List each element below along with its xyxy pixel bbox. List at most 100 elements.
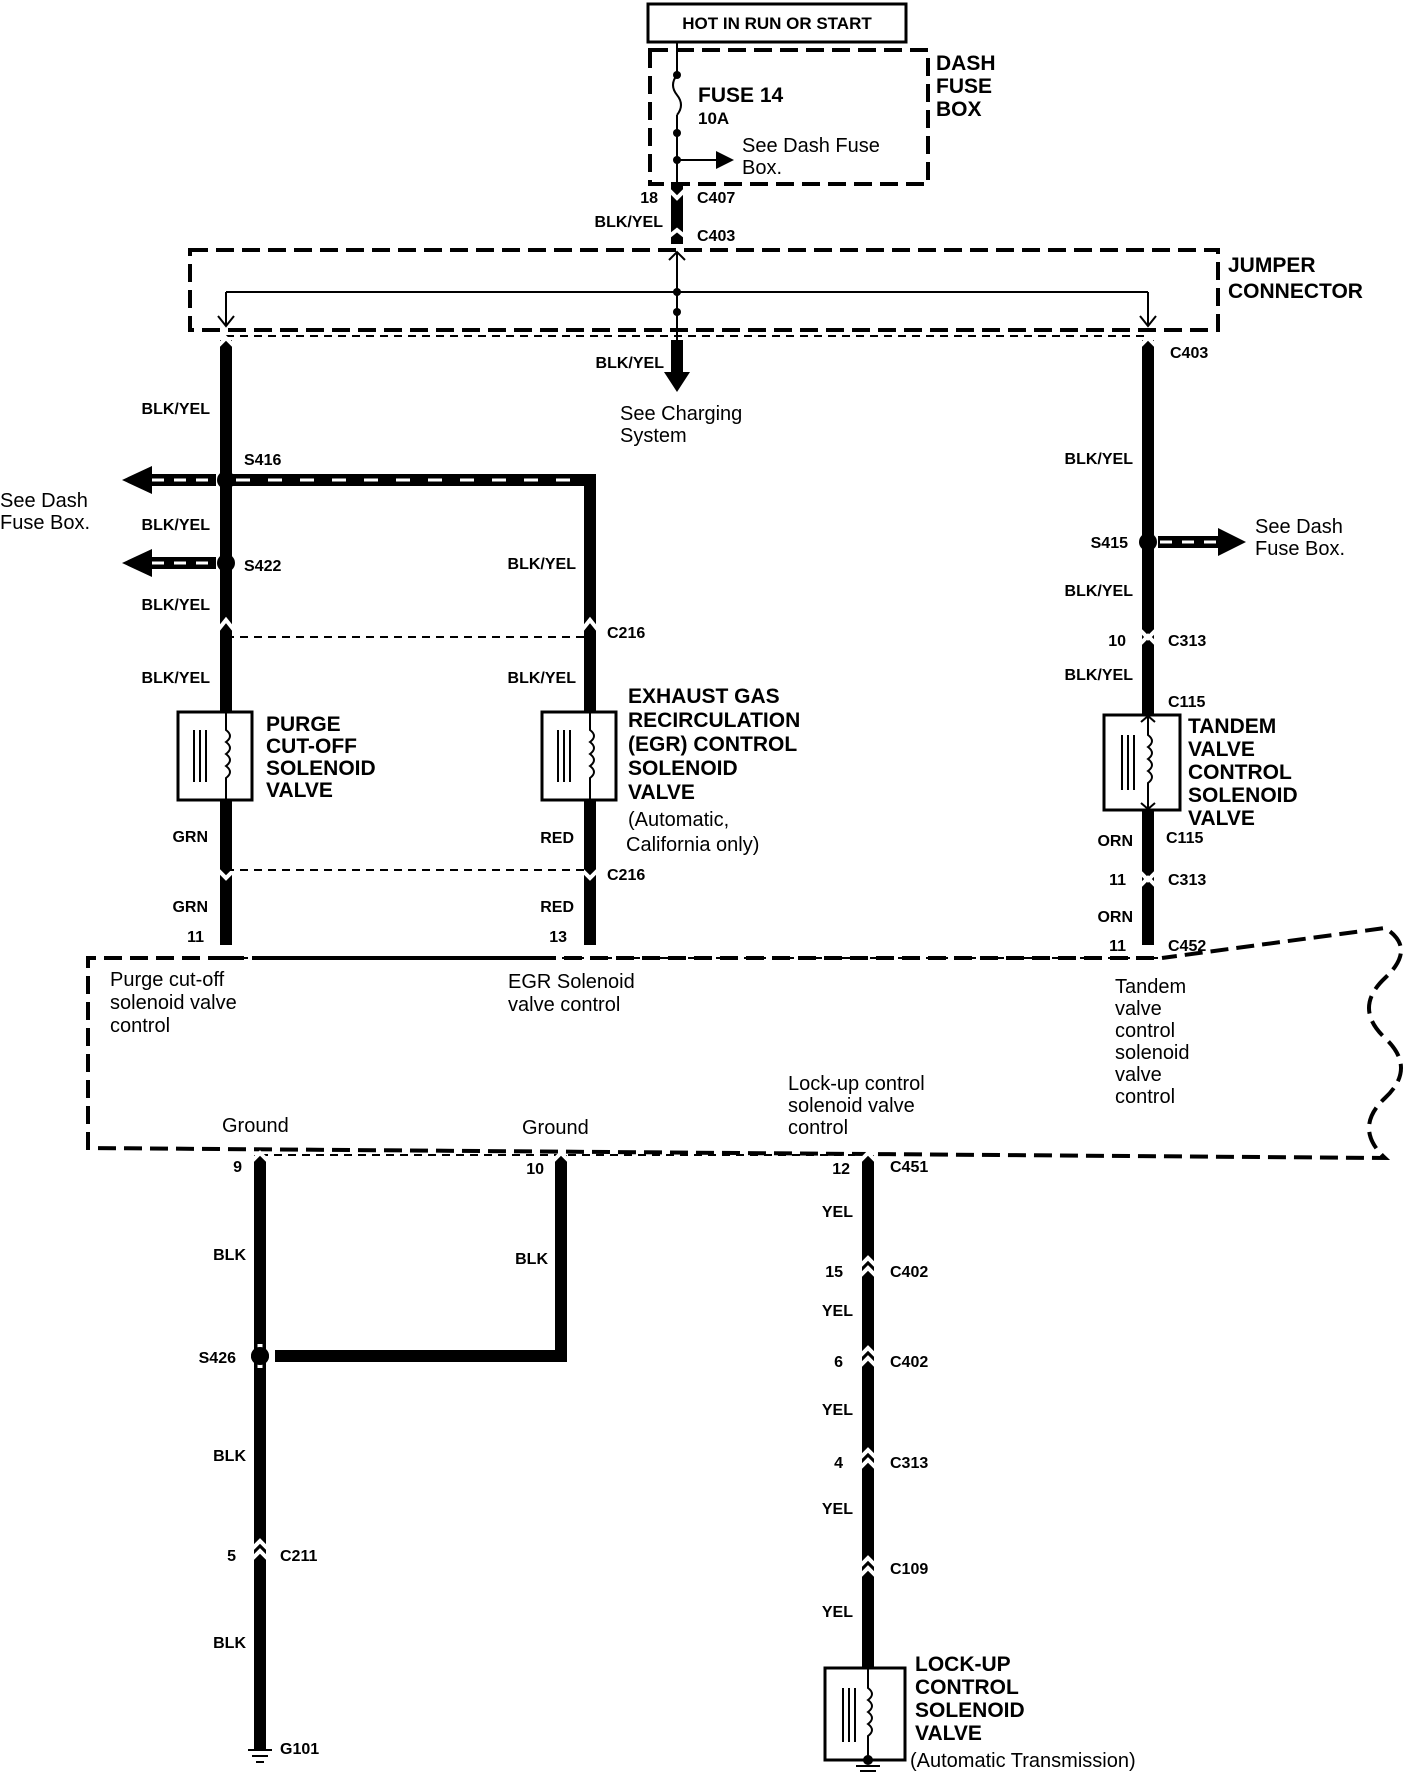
coil-icon xyxy=(588,712,595,800)
egr-label-4: SOLENOID xyxy=(628,757,738,780)
wire-label: BLK/YEL xyxy=(596,355,665,372)
wire-label: BLK/YEL xyxy=(508,670,577,687)
egr-label-5: VALVE xyxy=(628,781,695,804)
arrow-down-icon xyxy=(664,372,690,392)
fuse-box-see-2: Box. xyxy=(742,157,782,179)
fuse-icon xyxy=(672,74,682,116)
egr-note-2: California only) xyxy=(626,834,759,856)
coil-icon xyxy=(224,712,231,800)
wire-label: YEL xyxy=(822,1501,853,1518)
egr-label-2: RECIRCULATION xyxy=(628,709,800,732)
tandem-label-3: CONTROL xyxy=(1188,761,1292,784)
fuse-box-label-3: BOX xyxy=(936,98,982,121)
see-charging-2: System xyxy=(620,425,687,447)
wire-label: ORN xyxy=(1097,909,1133,926)
pcm-purge-3: control xyxy=(110,1015,170,1037)
wire-label: BLK/YEL xyxy=(142,517,211,534)
fuse-rating: 10A xyxy=(698,109,729,128)
c402-b-pin: 6 xyxy=(834,1354,843,1371)
wire-label: BLK/YEL xyxy=(142,597,211,614)
ground-circuit: 9 10 BLK BLK S426 BLK 5 C211 BLK G101 xyxy=(199,1150,571,1763)
dash-fuse-box: DASH FUSE BOX FUSE 14 10A See Dash Fuse … xyxy=(648,42,996,186)
wire-label: GRN xyxy=(172,899,208,916)
splice-s416 xyxy=(217,471,235,489)
c402-a-pin: 15 xyxy=(825,1264,843,1281)
tandem-solenoid xyxy=(1102,713,1182,812)
pcm-purge-1: Purge cut-off xyxy=(110,969,225,991)
c313-low-label: C313 xyxy=(890,1455,928,1472)
c109-label: C109 xyxy=(890,1561,928,1578)
wire-label: YEL xyxy=(822,1604,853,1621)
wire-label: BLK xyxy=(213,1247,246,1264)
wire-label: RED xyxy=(540,899,574,916)
see-dash-left-2: Fuse Box. xyxy=(0,512,90,534)
s416-label: S416 xyxy=(244,452,281,469)
c211-label: C211 xyxy=(280,1548,317,1565)
tandem-label-1: TANDEM xyxy=(1188,715,1276,738)
wire-label: YEL xyxy=(822,1204,853,1221)
arrow-left-icon xyxy=(122,549,152,577)
c403-top-label: C403 xyxy=(697,228,735,245)
splice-s422 xyxy=(217,554,235,572)
see-dash-left-1: See Dash xyxy=(0,490,88,512)
tandem-label-2: VALVE xyxy=(1188,738,1255,761)
pcm-tandem-1: Tandem xyxy=(1115,976,1186,998)
coil-icon xyxy=(866,1668,873,1760)
pcm-pin: 13 xyxy=(549,929,567,946)
lockup-label-2: CONTROL xyxy=(915,1676,1019,1699)
jumper-connector: JUMPER CONNECTOR C403 xyxy=(188,248,1363,362)
fuse-box-see-1: See Dash Fuse xyxy=(742,135,880,157)
purge-label-1: PURGE xyxy=(266,713,341,736)
lockup-label-4: VALVE xyxy=(915,1722,982,1745)
egr-label-1: EXHAUST GAS xyxy=(628,685,780,708)
egr-solenoid xyxy=(540,710,618,802)
pcm-tandem-6: control xyxy=(1115,1086,1175,1108)
c211-pin: 5 xyxy=(227,1548,236,1565)
c451-pin: 12 xyxy=(832,1161,850,1178)
arrow-right-icon xyxy=(1218,528,1246,556)
wire-label: BLK/YEL xyxy=(595,214,664,231)
egr-label-3: (EGR) CONTROL xyxy=(628,733,797,756)
s415-label: S415 xyxy=(1091,535,1128,552)
pcm-pin: 11 xyxy=(187,929,204,946)
jumper-label-2: CONNECTOR xyxy=(1228,280,1363,303)
c402-a-label: C402 xyxy=(890,1264,928,1281)
pcm-egr-2: valve control xyxy=(508,994,620,1016)
pcm-lockup-2: solenoid valve xyxy=(788,1095,915,1117)
wire-label: BLK/YEL xyxy=(1065,667,1134,684)
lockup-label-1: LOCK-UP xyxy=(915,1653,1011,1676)
purge-solenoid xyxy=(176,710,254,802)
pcm-tandem-3: control xyxy=(1115,1020,1175,1042)
main-feed: 18 C407 BLK/YEL C403 xyxy=(595,182,735,245)
wire-label: BLK/YEL xyxy=(142,401,211,418)
purge-label-2: CUT-OFF xyxy=(266,735,357,758)
c403-right-label: C403 xyxy=(1170,345,1208,362)
fuse-box-label-1: DASH xyxy=(936,52,996,75)
pcm-pin: 10 xyxy=(526,1161,544,1178)
pcm-purge-2: solenoid valve xyxy=(110,992,237,1014)
pcm-ground-2: Ground xyxy=(522,1117,589,1139)
lockup-note: (Automatic Transmission) xyxy=(910,1750,1136,1772)
c313-mid-label: C313 xyxy=(1168,872,1206,889)
c452-pin: 11 xyxy=(1109,938,1126,955)
wire-label: YEL xyxy=(822,1402,853,1419)
c313-mid-pin: 11 xyxy=(1109,872,1126,889)
fuse-box-label-2: FUSE xyxy=(936,75,992,98)
pcm-egr-1: EGR Solenoid xyxy=(508,971,635,993)
wire-label: BLK/YEL xyxy=(1065,583,1134,600)
splice-s415 xyxy=(1139,533,1157,551)
wire-label: BLK xyxy=(213,1448,246,1465)
c216-top-label: C216 xyxy=(607,625,645,642)
wire-label: YEL xyxy=(822,1303,853,1320)
wire-label: BLK/YEL xyxy=(508,556,577,573)
lockup-label-3: SOLENOID xyxy=(915,1699,1025,1722)
c313-top-label: C313 xyxy=(1168,633,1206,650)
wire-label: BLK xyxy=(515,1251,548,1268)
pcm-lockup-3: control xyxy=(788,1117,848,1139)
tandem-label-4: SOLENOID xyxy=(1188,784,1298,807)
charging-branch: BLK/YEL See Charging System xyxy=(596,340,742,447)
arrow-right-icon xyxy=(716,151,734,169)
arrow-left-icon xyxy=(122,466,152,494)
c115-bottom-label: C115 xyxy=(1166,830,1203,847)
wire-label: BLK/YEL xyxy=(1065,451,1134,468)
